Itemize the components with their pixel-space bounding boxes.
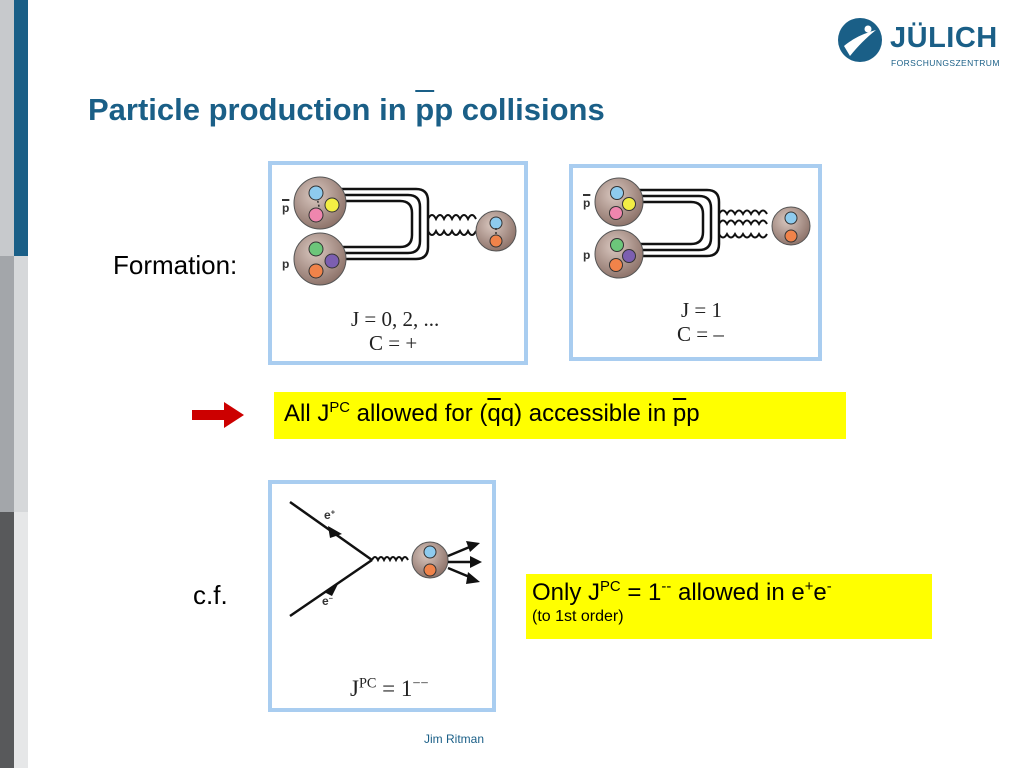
title-text-after: p collisions	[434, 92, 605, 127]
hl2-sup3: +	[804, 579, 814, 596]
panel2-line2: C = –	[677, 322, 724, 346]
positron-label-sup: +	[330, 507, 336, 517]
panel2-label-antiproton: p	[583, 196, 591, 210]
panel2-label-proton: p	[583, 248, 591, 262]
electron-positron-conclusion: Only JPC = 1-- allowed in e+e- (to 1st o…	[526, 574, 932, 639]
hl1-text-a: All J	[284, 400, 330, 427]
positron-label: e+	[324, 508, 335, 522]
hl2-text-d: e	[813, 579, 827, 606]
julich-logo: JÜLICH FORSCHUNGSZENTRUM	[836, 14, 1006, 74]
jpc-formula: JPC = 1−−	[350, 676, 428, 702]
electron-positron-diagram: e+ e– JPC = 1−−	[268, 480, 496, 712]
panel1-line1: J = 0, 2, ...	[351, 307, 440, 331]
left-stripe-middle	[0, 256, 28, 512]
julich-logo-icon	[838, 18, 882, 62]
jpc-base: J	[350, 676, 359, 701]
hl1-sup: PC	[329, 400, 351, 417]
hl2-line2: (to 1st order)	[532, 608, 624, 625]
electron-label-sup: –	[328, 593, 333, 603]
formation-diagram-even: p p J = 0, 2, ... C = +	[268, 161, 528, 365]
panel2-line1: J = 1	[681, 298, 723, 322]
electron-positron-diagram-graphic	[289, 500, 482, 618]
panel1-label-proton: p	[282, 257, 290, 271]
left-stripe-bottom	[0, 512, 28, 768]
formation-diagram-odd: p p J = 1 C = –	[569, 164, 822, 361]
logo-wordmark: JÜLICH	[890, 22, 998, 54]
formation-label: Formation:	[113, 250, 238, 280]
right-arrow-icon	[192, 402, 244, 428]
jpc-eq-sup: −−	[412, 675, 429, 692]
hl2-text-c: allowed in e	[671, 579, 805, 606]
formation-conclusion: All JPC allowed for (qq) accessible in p…	[274, 392, 846, 439]
footer-author: Jim Ritman	[424, 732, 485, 746]
electron-label-base: e	[322, 594, 329, 608]
hl2-sup1: PC	[600, 579, 621, 596]
hl1-text-b: allowed for (	[350, 400, 488, 427]
slide-title: Particle production in pp collisions	[88, 92, 605, 128]
logo-subtitle: FORSCHUNGSZENTRUM	[891, 58, 1000, 68]
formation-diagram-even-graphic	[293, 176, 517, 286]
hl2-sup2: --	[661, 579, 672, 596]
hl2-text-b: = 1	[620, 579, 662, 606]
cf-label: c.f.	[193, 580, 228, 610]
positron-label-base: e	[324, 508, 331, 522]
hl2-text-a: Only J	[532, 579, 601, 606]
jpc-sup: PC	[358, 675, 377, 692]
left-stripe-top	[0, 0, 28, 256]
hl1-pbar: p	[672, 400, 687, 427]
jpc-eq: = 1	[376, 676, 413, 701]
hl2-sup4: -	[826, 579, 832, 596]
title-pbar: p	[415, 92, 435, 127]
panel1-label-antiproton: p	[282, 201, 290, 215]
hl1-text-c: q) accessible in	[500, 400, 673, 427]
title-text-before: Particle production in	[88, 92, 416, 127]
hl1-text-d: p	[686, 400, 700, 427]
hl1-qbar: q	[487, 400, 501, 427]
panel1-line2: C = +	[369, 331, 418, 355]
electron-label: e–	[322, 594, 333, 608]
hl2-line1: Only JPC = 1-- allowed in e+e-	[532, 579, 932, 607]
formation-diagram-odd-graphic	[594, 177, 811, 279]
